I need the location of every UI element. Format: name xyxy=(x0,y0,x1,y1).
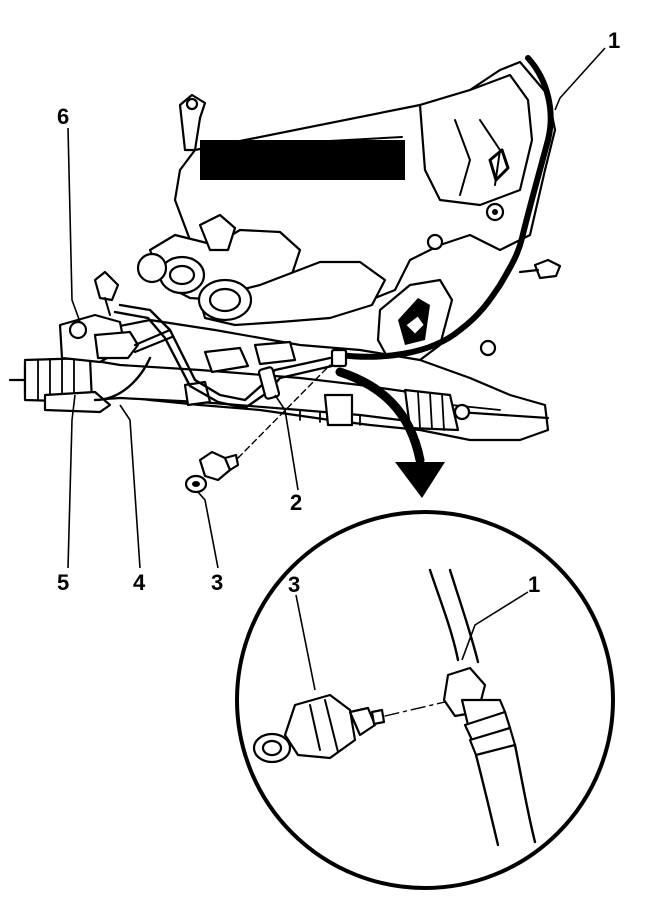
callout-6: 6 xyxy=(57,104,69,129)
left-valve-block xyxy=(58,270,140,364)
switch-detail xyxy=(252,693,386,764)
callout-1: 1 xyxy=(608,28,620,53)
callout-4: 4 xyxy=(133,570,146,595)
callout-3: 3 xyxy=(211,570,223,595)
leader-lines xyxy=(67,47,606,691)
hoses xyxy=(93,55,554,410)
callout-5: 5 xyxy=(57,570,69,595)
engine-assembly xyxy=(8,60,562,442)
right-hardware xyxy=(426,202,562,357)
pressure-switch xyxy=(184,364,331,494)
flanges xyxy=(136,252,253,322)
detail-view xyxy=(235,510,615,890)
detail-callout-3: 3 xyxy=(288,572,300,597)
detail-callout-1: 1 xyxy=(528,572,540,597)
callout-2: 2 xyxy=(290,490,302,515)
detail-arrow xyxy=(335,367,445,498)
manifold-ribs xyxy=(200,136,405,180)
callout-labels: 1 6 2 5 4 3 3 1 xyxy=(57,28,620,597)
